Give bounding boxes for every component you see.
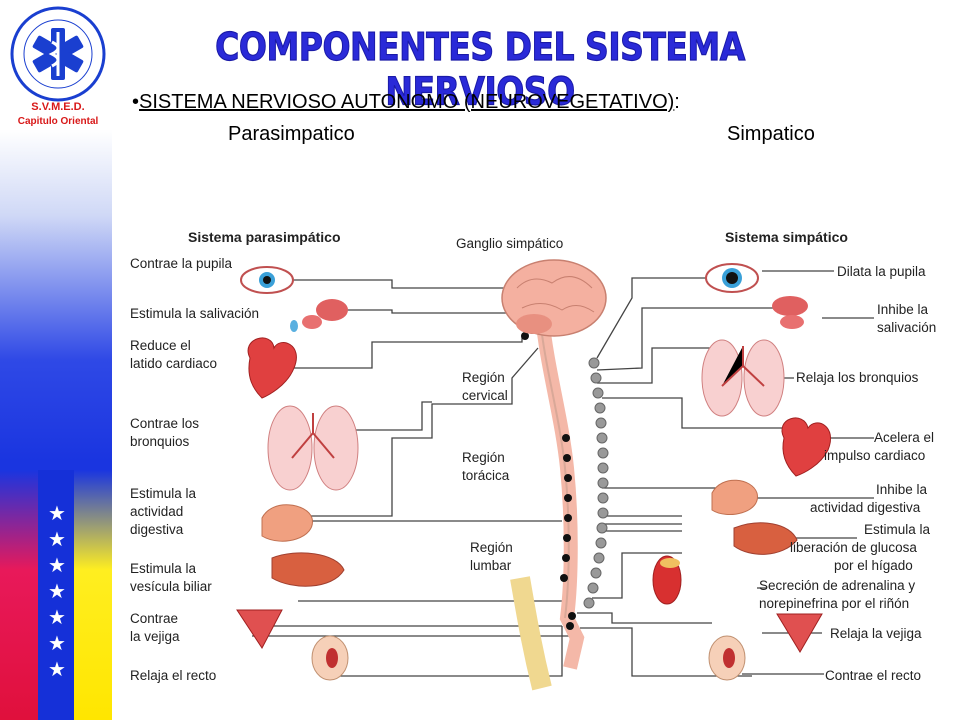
label-region-lumbar-1: Región (470, 540, 513, 555)
star-icon: ★ (48, 633, 66, 655)
spinal-cord (535, 315, 585, 670)
cord-nerve-nodes (521, 322, 576, 630)
label-vejiga-2: la vejiga (130, 629, 180, 644)
star-icon: ★ (48, 607, 66, 629)
label-glucosa-1: Estimula la (864, 522, 931, 537)
flag-stripe-yellow (74, 470, 112, 720)
label-relaja-bronquios: Relaja los bronquios (796, 370, 919, 385)
slide-title: COMPONENTES DEL SISTEMA NERVIOSO (215, 24, 746, 115)
label-inhibe-salivacion-2: salivación (877, 320, 936, 335)
star-icon: ★ (48, 581, 66, 603)
label-inhibe-salivacion-1: Inhibe la (877, 302, 929, 317)
label-vejiga-1: Contrae (130, 611, 178, 626)
label-digestiva-3: digestiva (130, 522, 184, 537)
bullet-mark: • (132, 91, 140, 113)
label-region-cervical-1: Región (462, 370, 505, 385)
label-contrae-pupila: Contrae la pupila (130, 256, 233, 271)
label-adrenalina-2: norepinefrina por el riñón (759, 596, 909, 611)
rectum-right (708, 635, 746, 681)
label-glucosa-3: por el hígado (834, 558, 913, 573)
bullet-line: •SISTEMA NERVIOSO AUTONOMO (NEUROVEGETAT… (132, 91, 680, 114)
star-icon: ★ (48, 659, 66, 681)
header-ganglion: Ganglio simpático (456, 236, 563, 251)
stomach-right (711, 479, 758, 515)
vertebrae-lumbar (510, 576, 552, 691)
label-acelera-1: Acelera el (874, 430, 934, 445)
label-region-lumbar-2: lumbar (470, 558, 512, 573)
header-parasympathetic: Sistema parasimpático (188, 229, 341, 245)
salivary-gland-right (772, 296, 808, 329)
label-relaja-recto: Relaja el recto (130, 668, 216, 683)
label-digestiva-2: actividad (130, 504, 183, 519)
salivary-gland-left (290, 299, 348, 332)
label-adrenalina-1: Secreción de adrenalina y (759, 578, 915, 593)
header-sympathetic: Sistema simpático (725, 229, 848, 245)
flag-stars: ★ ★ ★ ★ ★ ★ ★ (38, 500, 74, 700)
nervous-system-diagram: Sistema parasimpático Ganglio simpático … (130, 229, 936, 691)
label-contrae-bronquios-1: Contrae los (130, 416, 199, 431)
logo-line1: S.V.M.E.D. (31, 101, 84, 113)
rectum-left (311, 635, 349, 681)
heart-left (247, 337, 297, 399)
label-biliar-1: Estimula la (130, 561, 197, 576)
stomach-left (261, 504, 313, 542)
lungs-left (267, 405, 359, 491)
label-region-toracica-2: torácica (462, 468, 510, 483)
label-biliar-2: vesícula biliar (130, 579, 212, 594)
flag-stripe-red (0, 470, 38, 720)
flag-stripe-blue (38, 470, 74, 720)
kidney-right (652, 555, 682, 605)
eye-right (705, 263, 759, 293)
subtitle-sympathetic: Simpatico (727, 123, 815, 145)
label-contrae-bronquios-2: bronquios (130, 434, 190, 449)
eye-left (240, 266, 294, 294)
brain (501, 259, 607, 337)
label-inhibe-digestiva-1: Inhibe la (876, 482, 928, 497)
label-region-toracica-1: Región (462, 450, 505, 465)
label-region-cervical-2: cervical (462, 388, 508, 403)
label-digestiva-1: Estimula la (130, 486, 197, 501)
label-estimula-salivacion: Estimula la salivación (130, 306, 259, 321)
star-icon: ★ (48, 529, 66, 551)
heart-right (781, 417, 831, 477)
liver-left (271, 552, 345, 587)
subtitle-parasympathetic: Parasimpatico (228, 123, 355, 145)
star-icon: ★ (48, 555, 66, 577)
bullet-text: SISTEMA NERVIOSO AUTONOMO (NEUROVEGETATI… (139, 91, 675, 113)
label-relaja-vejiga: Relaja la vejiga (830, 626, 922, 641)
logo-line2: Capitulo Oriental (18, 116, 99, 127)
label-reduce-latido-1: Reduce el (130, 338, 191, 353)
label-inhibe-digestiva-2: actividad digestiva (810, 500, 921, 515)
bladder-right (776, 613, 823, 653)
label-acelera-2: impulso cardiaco (824, 448, 925, 463)
label-dilata-pupila: Dilata la pupila (837, 264, 926, 279)
svmed-logo: S.V.M.E.D. Capitulo Oriental (10, 6, 106, 127)
bullet-suffix: : (674, 91, 680, 113)
liver-right (733, 522, 798, 555)
lungs-right (701, 339, 785, 417)
star-icon: ★ (48, 503, 66, 525)
sympathetic-chain (583, 357, 609, 609)
label-glucosa-2: liberación de glucosa (790, 540, 917, 555)
bladder-left (236, 609, 283, 649)
label-reduce-latido-2: latido cardiaco (130, 356, 217, 371)
label-contrae-recto: Contrae el recto (825, 668, 921, 683)
